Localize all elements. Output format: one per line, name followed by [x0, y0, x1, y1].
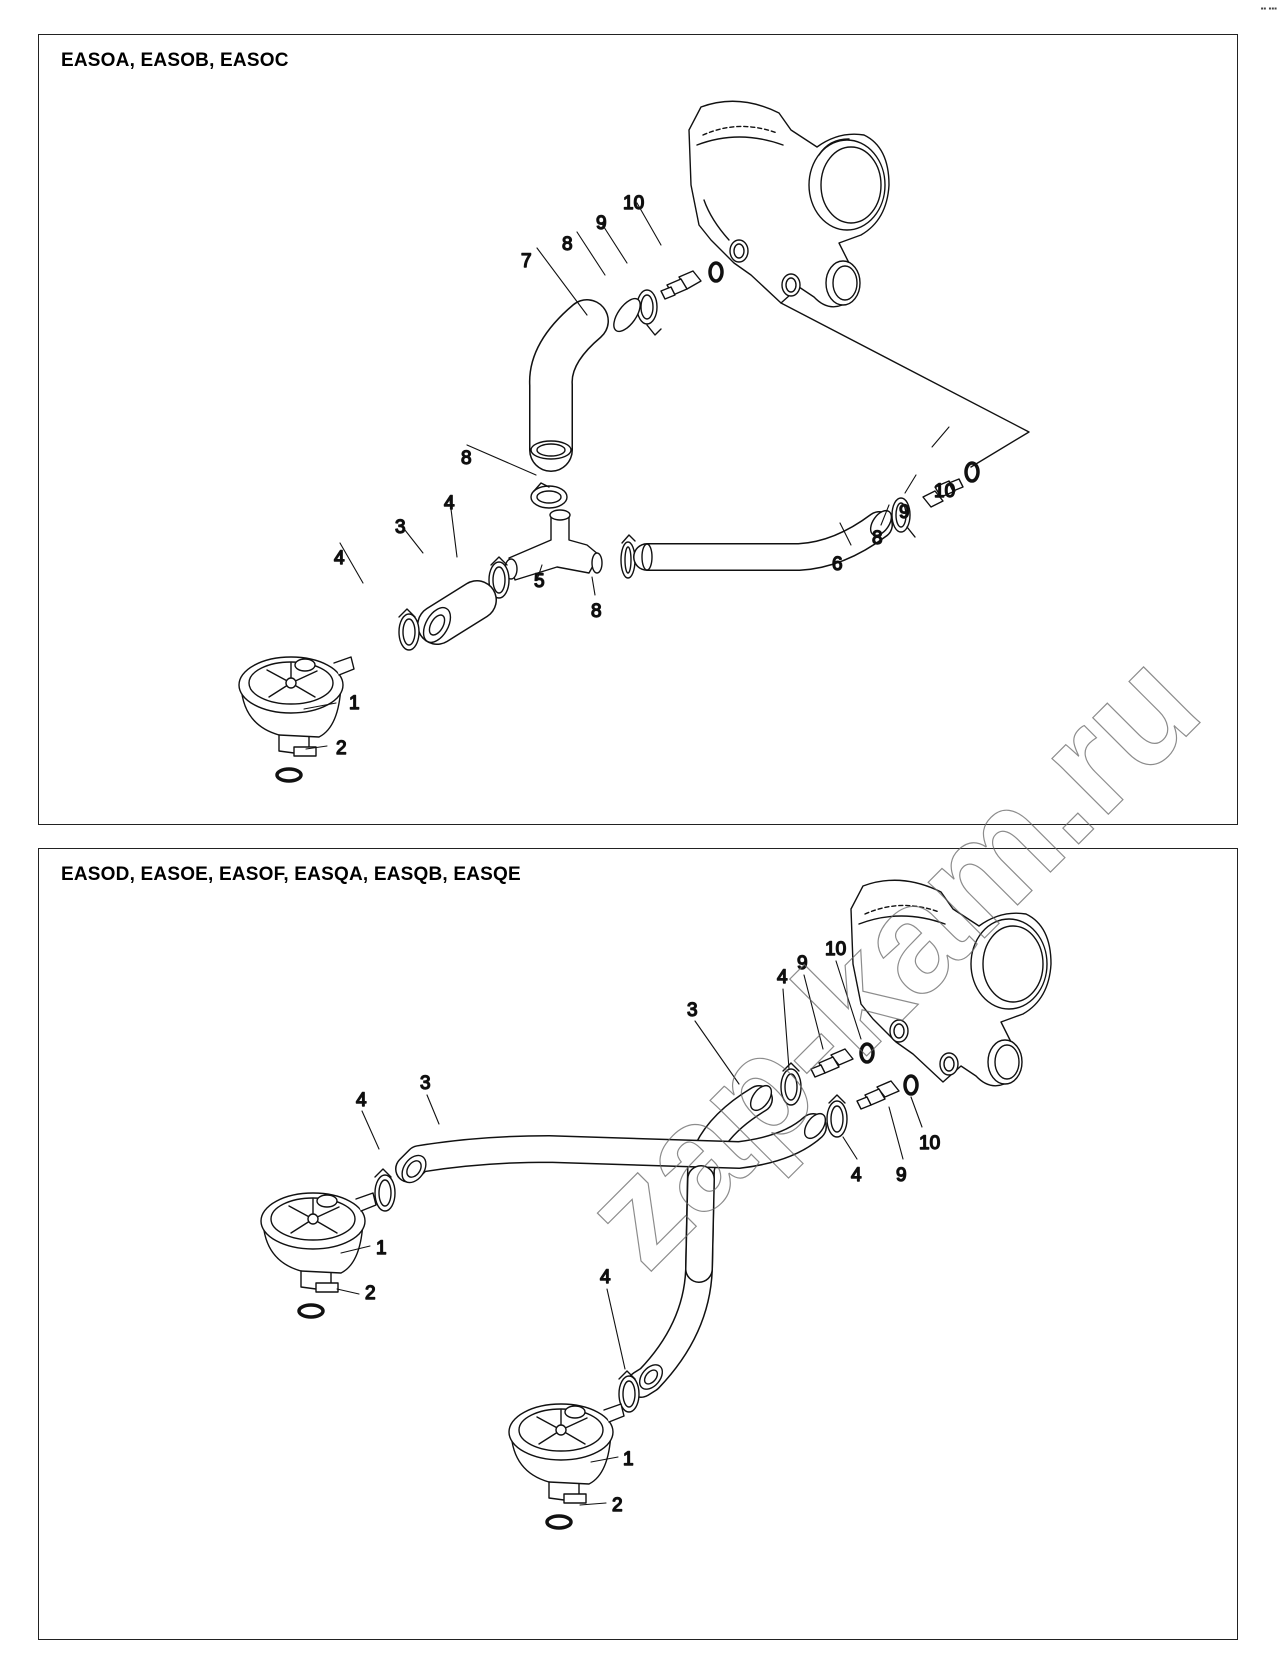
hose-6 [633, 509, 893, 571]
fitting-9-upper [810, 1048, 854, 1078]
callout-10: 10 [623, 193, 644, 214]
oring-10-lower [903, 1074, 919, 1096]
callout-8: 8 [461, 448, 472, 469]
callout-8: 8 [591, 601, 602, 622]
diagram-panel-top: EASOA, EASOB, EASOC [38, 34, 1238, 825]
exploded-view-top: 1 2 3 4 4 5 6 7 8 8 8 8 9 9 10 10 [238, 100, 1030, 783]
callout-7: 7 [521, 251, 532, 272]
hose-3-crossing-overlay [685, 1165, 715, 1283]
callout-5: 5 [534, 571, 545, 592]
hose-3 [417, 580, 497, 645]
hose-clamp-8-middle [620, 534, 636, 579]
hose-clamp-4-lower-right [826, 1094, 848, 1138]
diagram-panel-bottom: EASOD, EASOE, EASOF, EASQA, EASQB, EASQE [38, 848, 1238, 1640]
tee-connector-5 [504, 509, 603, 581]
callout-9: 9 [899, 502, 910, 523]
oring-10-upper [708, 261, 724, 283]
panel-title: EASOD, EASOE, EASOF, EASQA, EASQB, EASQE [61, 864, 521, 885]
oring-10-upper [859, 1042, 875, 1064]
hose-clamp-4-left [374, 1168, 396, 1212]
callout-2: 2 [612, 1495, 623, 1516]
fitting-9-upper [660, 270, 702, 300]
callout-3: 3 [420, 1073, 431, 1094]
callout-4: 4 [444, 493, 455, 514]
seal-ring-2 [275, 767, 303, 783]
callout-4: 4 [777, 967, 788, 988]
hose-3-long [395, 1112, 827, 1184]
callout-9: 9 [797, 953, 808, 974]
hose-clamp-8-upper [636, 289, 662, 336]
callout-9: 9 [896, 1165, 907, 1186]
callout-8: 8 [872, 528, 883, 549]
fitting-9-right [922, 478, 964, 508]
seal-ring-2-left [297, 1303, 325, 1319]
callout-10: 10 [934, 481, 955, 502]
hose-clamp-4-upper-right [780, 1062, 802, 1106]
callout-4: 4 [334, 548, 345, 569]
callout-10: 10 [919, 1133, 940, 1154]
corner-mark: ▪▪ ▪▪▪ [1260, 4, 1277, 13]
callout-2: 2 [365, 1283, 376, 1304]
callout-4: 4 [356, 1090, 367, 1111]
fitting-9-lower [856, 1080, 900, 1110]
hose-clamp-4-right [488, 556, 510, 599]
callout-9: 9 [596, 213, 607, 234]
panel-title: EASOA, EASOB, EASOC [61, 50, 289, 71]
callout-3: 3 [395, 517, 406, 538]
hose-clamp-8-right [891, 497, 916, 538]
dust-ejector-valve-left [260, 1192, 377, 1293]
callout-8: 8 [562, 234, 573, 255]
callout-1: 1 [349, 693, 360, 714]
manifold-housing [688, 100, 1030, 468]
manifold-housing [850, 879, 1052, 1087]
oring-10-right [964, 461, 980, 483]
callout-2: 2 [336, 738, 347, 759]
callout-1: 1 [376, 1238, 387, 1259]
callout-3: 3 [687, 1000, 698, 1021]
hose-7 [528, 297, 641, 472]
callout-4: 4 [851, 1165, 862, 1186]
hose-clamp-4-lower [618, 1370, 640, 1413]
dust-ejector-valve [238, 656, 355, 757]
callout-10: 10 [825, 939, 846, 960]
dust-ejector-valve-lower [508, 1403, 625, 1504]
exploded-view-bottom: 1 1 2 2 3 3 4 4 4 4 9 9 10 10 [260, 879, 1052, 1530]
seal-ring-2-lower [545, 1514, 573, 1530]
callout-1: 1 [623, 1449, 634, 1470]
callout-4: 4 [600, 1267, 611, 1288]
hose-clamp-4-left [398, 608, 420, 651]
callout-6: 6 [832, 554, 843, 575]
hose-clamp-8-top-left [530, 482, 568, 509]
